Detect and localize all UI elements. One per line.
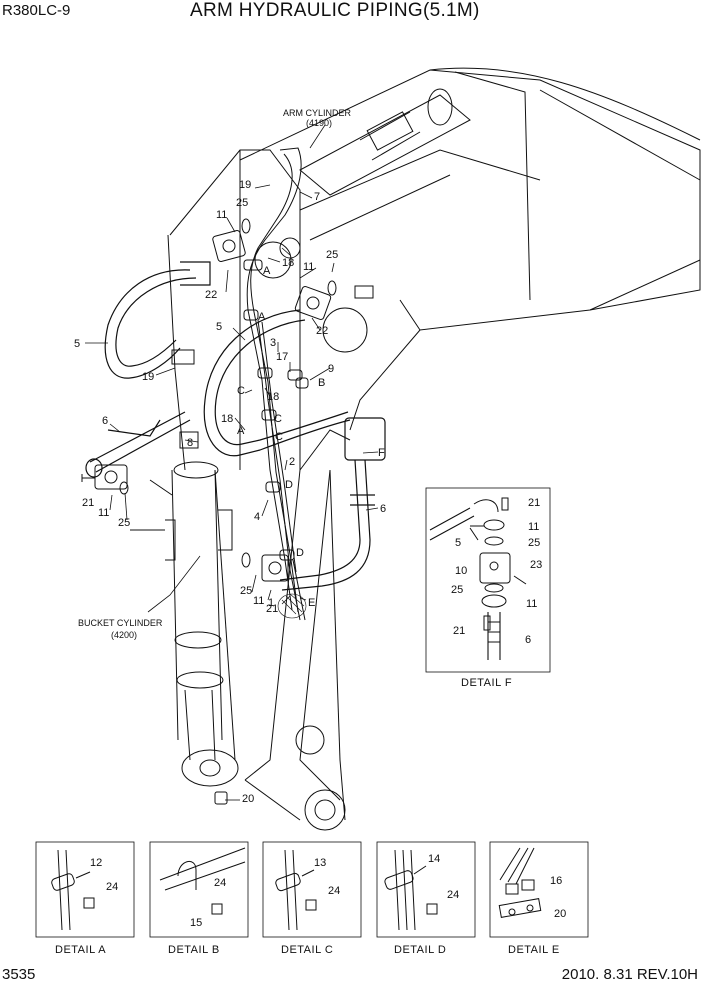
clamps [243,259,309,561]
callout-d: D [285,479,293,491]
detail-d-title: DETAIL D [394,944,446,956]
callout-19: 19 [239,179,251,191]
callout-e: E [308,597,315,609]
hatched-area [277,593,307,619]
detail-f-label-25: 25 [528,537,540,549]
callout-20: 20 [242,793,254,805]
pipe-6-right [279,417,386,591]
callout-f: F [378,447,385,459]
fasteners [81,474,228,805]
detail-a-bolt-label: 24 [106,881,118,893]
detail-c-part-label: 13 [314,857,326,869]
page-number: 3535 [2,966,36,983]
leader-lines [85,124,379,801]
callout-21b: 21 [266,603,278,615]
model-code: R380LC-9 [2,2,71,19]
detail-b-bolt-label: 15 [190,917,202,929]
callout-25d: 25 [240,585,252,597]
callout-c: C [237,385,245,397]
revision-info: 2010. 8.31 REV.10H [561,966,698,983]
arm-main-body [167,149,368,831]
callout-4: 4 [254,511,260,523]
callout-22b: 22 [316,325,328,337]
detail-c-bolt-label: 24 [328,885,340,897]
detail-f-label-6: 6 [525,634,531,646]
detail-a-part-label: 12 [90,857,102,869]
detail-d-part-label: 14 [428,853,440,865]
callout-6: 6 [102,415,108,427]
main-callouts: 19 7 25 11 18 A 25 11 22 5 A 22 5 3 17 9… [74,179,386,805]
bucket-cylinder [130,461,239,787]
detail-b-part-label: 24 [214,877,226,889]
pipe-3-loop [203,309,351,457]
callout-2: 2 [289,456,295,468]
callout-3: 3 [270,337,276,349]
callout-a-3: A [237,425,245,437]
detail-f-panel [425,487,551,673]
callout-7: 7 [314,191,320,203]
callout-25c: 25 [118,517,130,529]
callout-18b: 18 [267,391,279,403]
callout-5: 5 [216,321,222,333]
arm-cylinder-code: (4190) [306,118,332,128]
detail-a-title: DETAIL A [55,944,106,956]
pipe-6-left [85,411,191,478]
callout-d-2: D [296,547,304,559]
detail-e-part-label: 16 [550,875,562,887]
callout-6b: 6 [380,503,386,515]
detail-panels [35,841,589,938]
arm-boom [239,67,701,431]
detail-f-label-11: 11 [528,521,539,533]
callout-a: A [263,265,271,277]
detail-e-title: DETAIL E [508,944,560,956]
detail-f-label-25b: 25 [451,584,463,596]
detail-f-label-23: 23 [530,559,542,571]
detail-f-title: DETAIL F [461,677,512,689]
flange-blocks [94,218,374,582]
callout-b: B [318,377,325,389]
callout-18c: 18 [221,413,233,425]
callout-18: 18 [282,257,294,269]
detail-f-label-11b: 11 [526,598,537,610]
callout-9: 9 [328,363,334,375]
detail-d-bolt-label: 24 [447,889,459,901]
callout-5b: 5 [74,338,80,350]
callout-25b: 25 [326,249,338,261]
detail-f-label-21: 21 [528,497,540,509]
detail-c-title: DETAIL C [281,944,333,956]
bucket-cylinder-caption: BUCKET CYLINDER [78,618,163,628]
arm-cylinder [299,88,471,196]
callout-a-2: A [258,311,266,323]
callout-1: 1 [268,597,274,609]
arm-cylinder-caption: ARM CYLINDER [283,108,352,118]
callout-17: 17 [276,351,288,363]
page-title: ARM HYDRAULIC PIPING(5.1M) [190,0,480,21]
callout-11d: 11 [253,595,264,607]
callout-19b: 19 [142,371,154,383]
detail-f-label-5: 5 [455,537,461,549]
callout-21: 21 [82,497,94,509]
detail-b-title: DETAIL B [168,944,220,956]
bucket-cylinder-code: (4200) [111,630,137,640]
callout-11b: 11 [303,261,314,273]
callout-c-3: C [275,431,283,443]
detail-e-bolt-label: 20 [554,908,566,920]
pipe-5-loop [104,261,211,379]
detail-f-label-10: 10 [455,565,467,577]
callout-c-2: C [274,413,282,425]
callout-11: 11 [216,209,227,221]
callout-8: 8 [187,437,193,449]
callout-22: 22 [205,289,217,301]
detail-f-label-21b: 21 [453,625,465,637]
callout-25: 25 [236,197,248,209]
callout-11c: 11 [98,507,109,519]
